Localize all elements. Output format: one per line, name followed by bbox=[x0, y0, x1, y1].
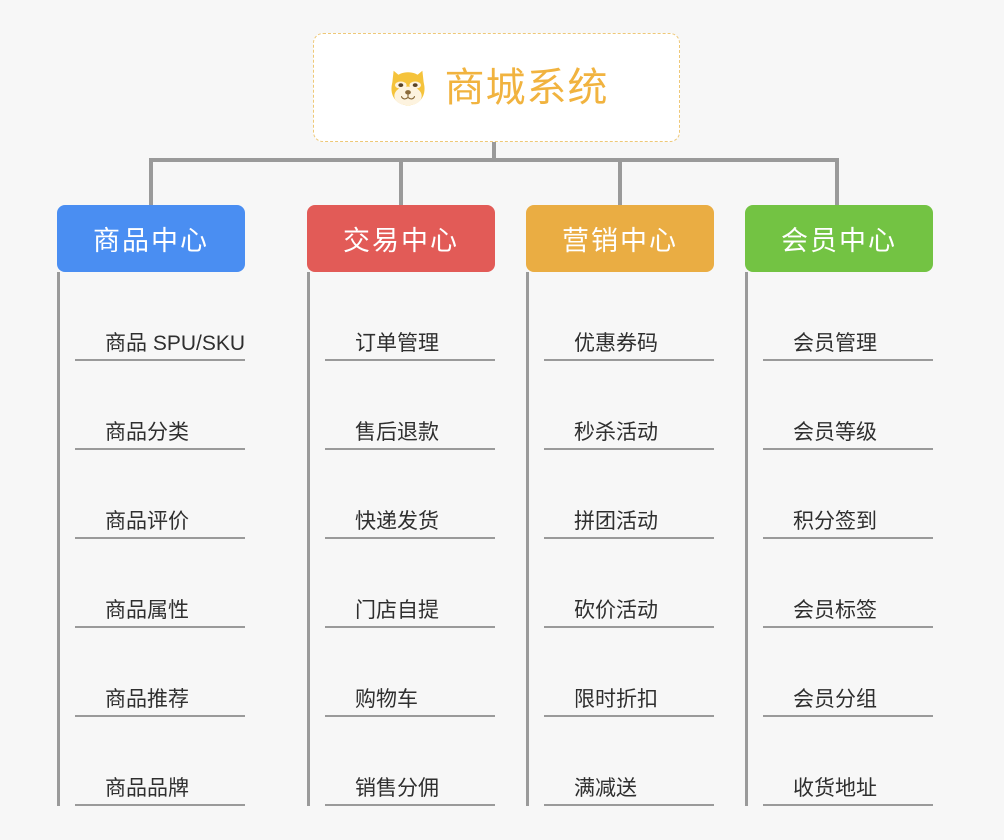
connector-drop-2 bbox=[399, 158, 403, 205]
list-item-label: 收货地址 bbox=[793, 776, 877, 800]
connector-drop-3 bbox=[618, 158, 622, 205]
branch-list-trade-center: 订单管理 售后退款 快递发货 门店自提 购物车 销售分佣 bbox=[307, 272, 495, 806]
list-item-label: 秒杀活动 bbox=[574, 420, 658, 444]
list-item[interactable]: 商品 SPU/SKU bbox=[75, 272, 245, 361]
list-item-label: 商品推荐 bbox=[105, 687, 189, 711]
list-item[interactable]: 门店自提 bbox=[325, 539, 495, 628]
list-item-label: 优惠券码 bbox=[574, 331, 658, 355]
list-item-label: 满减送 bbox=[574, 776, 637, 800]
branch-trade-center: 交易中心 订单管理 售后退款 快递发货 门店自提 购物车 销售分佣 bbox=[307, 205, 495, 806]
list-item[interactable]: 拼团活动 bbox=[544, 450, 714, 539]
list-item-label: 限时折扣 bbox=[574, 687, 658, 711]
list-item-label: 积分签到 bbox=[793, 509, 877, 533]
root-node[interactable]: 商城系统 bbox=[313, 33, 680, 142]
list-item[interactable]: 快递发货 bbox=[325, 450, 495, 539]
list-item[interactable]: 商品评价 bbox=[75, 450, 245, 539]
list-item[interactable]: 会员管理 bbox=[763, 272, 933, 361]
list-item-label: 门店自提 bbox=[355, 598, 439, 622]
branch-marketing-center: 营销中心 优惠券码 秒杀活动 拼团活动 砍价活动 限时折扣 满减送 bbox=[526, 205, 714, 806]
list-item[interactable]: 满减送 bbox=[544, 717, 714, 806]
branch-list-marketing-center: 优惠券码 秒杀活动 拼团活动 砍价活动 限时折扣 满减送 bbox=[526, 272, 714, 806]
list-item-label: 快递发货 bbox=[355, 509, 439, 533]
list-item-label: 销售分佣 bbox=[355, 776, 439, 800]
list-item-label: 商品品牌 bbox=[105, 776, 189, 800]
list-item-label: 拼团活动 bbox=[574, 509, 658, 533]
list-item-label: 会员分组 bbox=[793, 687, 877, 711]
list-item-label: 购物车 bbox=[355, 687, 418, 711]
root-title: 商城系统 bbox=[444, 65, 609, 110]
list-item[interactable]: 会员分组 bbox=[763, 628, 933, 717]
list-item[interactable]: 秒杀活动 bbox=[544, 361, 714, 450]
list-item-label: 售后退款 bbox=[355, 420, 439, 444]
list-item-label: 商品属性 bbox=[105, 598, 189, 622]
list-item-label: 会员管理 bbox=[793, 331, 877, 355]
list-item[interactable]: 限时折扣 bbox=[544, 628, 714, 717]
branch-header-product-center[interactable]: 商品中心 bbox=[57, 205, 245, 272]
list-item-label: 砍价活动 bbox=[574, 598, 658, 622]
list-item[interactable]: 会员标签 bbox=[763, 539, 933, 628]
shiba-dog-icon bbox=[385, 65, 431, 111]
list-item-label: 商品分类 bbox=[105, 420, 189, 444]
list-item[interactable]: 会员等级 bbox=[763, 361, 933, 450]
list-item[interactable]: 优惠券码 bbox=[544, 272, 714, 361]
list-item-label: 会员标签 bbox=[793, 598, 877, 622]
connector-horizontal-bar bbox=[149, 158, 839, 162]
branch-list-member-center: 会员管理 会员等级 积分签到 会员标签 会员分组 收货地址 bbox=[745, 272, 933, 806]
branch-list-product-center: 商品 SPU/SKU 商品分类 商品评价 商品属性 商品推荐 商品品牌 bbox=[57, 272, 245, 806]
list-item[interactable]: 商品推荐 bbox=[75, 628, 245, 717]
list-item[interactable]: 购物车 bbox=[325, 628, 495, 717]
list-item[interactable]: 收货地址 bbox=[763, 717, 933, 806]
list-item-label: 商品评价 bbox=[105, 509, 189, 533]
branch-header-member-center[interactable]: 会员中心 bbox=[745, 205, 933, 272]
list-item[interactable]: 商品属性 bbox=[75, 539, 245, 628]
connector-stem bbox=[492, 142, 496, 162]
list-item-label: 商品 SPU/SKU bbox=[105, 331, 246, 355]
list-item[interactable]: 积分签到 bbox=[763, 450, 933, 539]
branch-product-center: 商品中心 商品 SPU/SKU 商品分类 商品评价 商品属性 商品推荐 商品品牌 bbox=[57, 205, 245, 806]
list-item[interactable]: 售后退款 bbox=[325, 361, 495, 450]
branch-header-marketing-center[interactable]: 营销中心 bbox=[526, 205, 714, 272]
list-item-label: 订单管理 bbox=[355, 331, 439, 355]
list-item[interactable]: 砍价活动 bbox=[544, 539, 714, 628]
connector-drop-1 bbox=[149, 158, 153, 205]
list-item[interactable]: 商品品牌 bbox=[75, 717, 245, 806]
list-item-label: 会员等级 bbox=[793, 420, 877, 444]
list-item[interactable]: 订单管理 bbox=[325, 272, 495, 361]
list-item[interactable]: 商品分类 bbox=[75, 361, 245, 450]
list-item[interactable]: 销售分佣 bbox=[325, 717, 495, 806]
branch-member-center: 会员中心 会员管理 会员等级 积分签到 会员标签 会员分组 收货地址 bbox=[745, 205, 933, 806]
connector-drop-4 bbox=[835, 158, 839, 205]
branch-header-trade-center[interactable]: 交易中心 bbox=[307, 205, 495, 272]
